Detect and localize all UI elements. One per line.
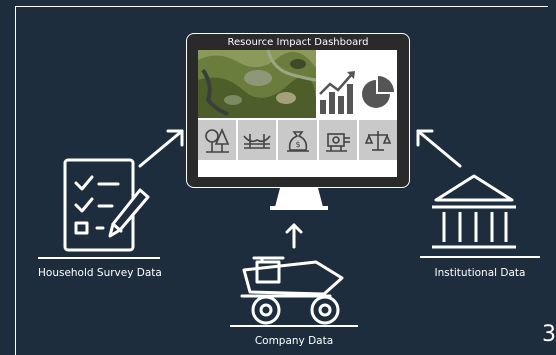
chart-icons-area <box>319 71 394 114</box>
monitor-stand <box>270 188 328 210</box>
mining-truck-icon <box>240 256 344 325</box>
survey-checklist-icon <box>63 158 150 252</box>
tile-infrastructure <box>238 120 277 160</box>
money-bag-icon: $ <box>286 131 309 152</box>
satellite-map-image <box>198 49 317 118</box>
tile-governance <box>358 120 398 160</box>
institution-building-icon <box>432 174 516 249</box>
dashboard-monitor: Resource Impact Dashboard <box>186 33 410 188</box>
machine-icon <box>325 133 350 152</box>
household-survey-label: Household Survey Data <box>38 267 162 279</box>
dashboard-title: Resource Impact Dashboard <box>227 37 369 48</box>
svg-text:$: $ <box>295 140 300 149</box>
company-label: Company Data <box>254 335 334 347</box>
bridge-icon <box>243 134 271 149</box>
scales-icon <box>364 131 392 151</box>
arrow-institutional-to-dashboard <box>416 129 462 168</box>
bar-chart-icon <box>319 71 355 114</box>
tile-operations <box>318 120 357 160</box>
tree-icon <box>205 127 230 153</box>
dashboard-screen: $ <box>198 49 398 177</box>
tile-economic: $ <box>278 120 317 160</box>
arrow-company-to-dashboard <box>285 223 303 249</box>
pie-chart-icon <box>362 76 394 108</box>
slide-frame <box>15 6 548 355</box>
institutional-label: Institutional Data <box>434 267 526 279</box>
page-number: 3 <box>542 322 556 347</box>
tile-environment <box>198 120 237 160</box>
impact-icon-row: $ <box>198 120 398 160</box>
arrow-household-to-dashboard <box>138 129 184 168</box>
